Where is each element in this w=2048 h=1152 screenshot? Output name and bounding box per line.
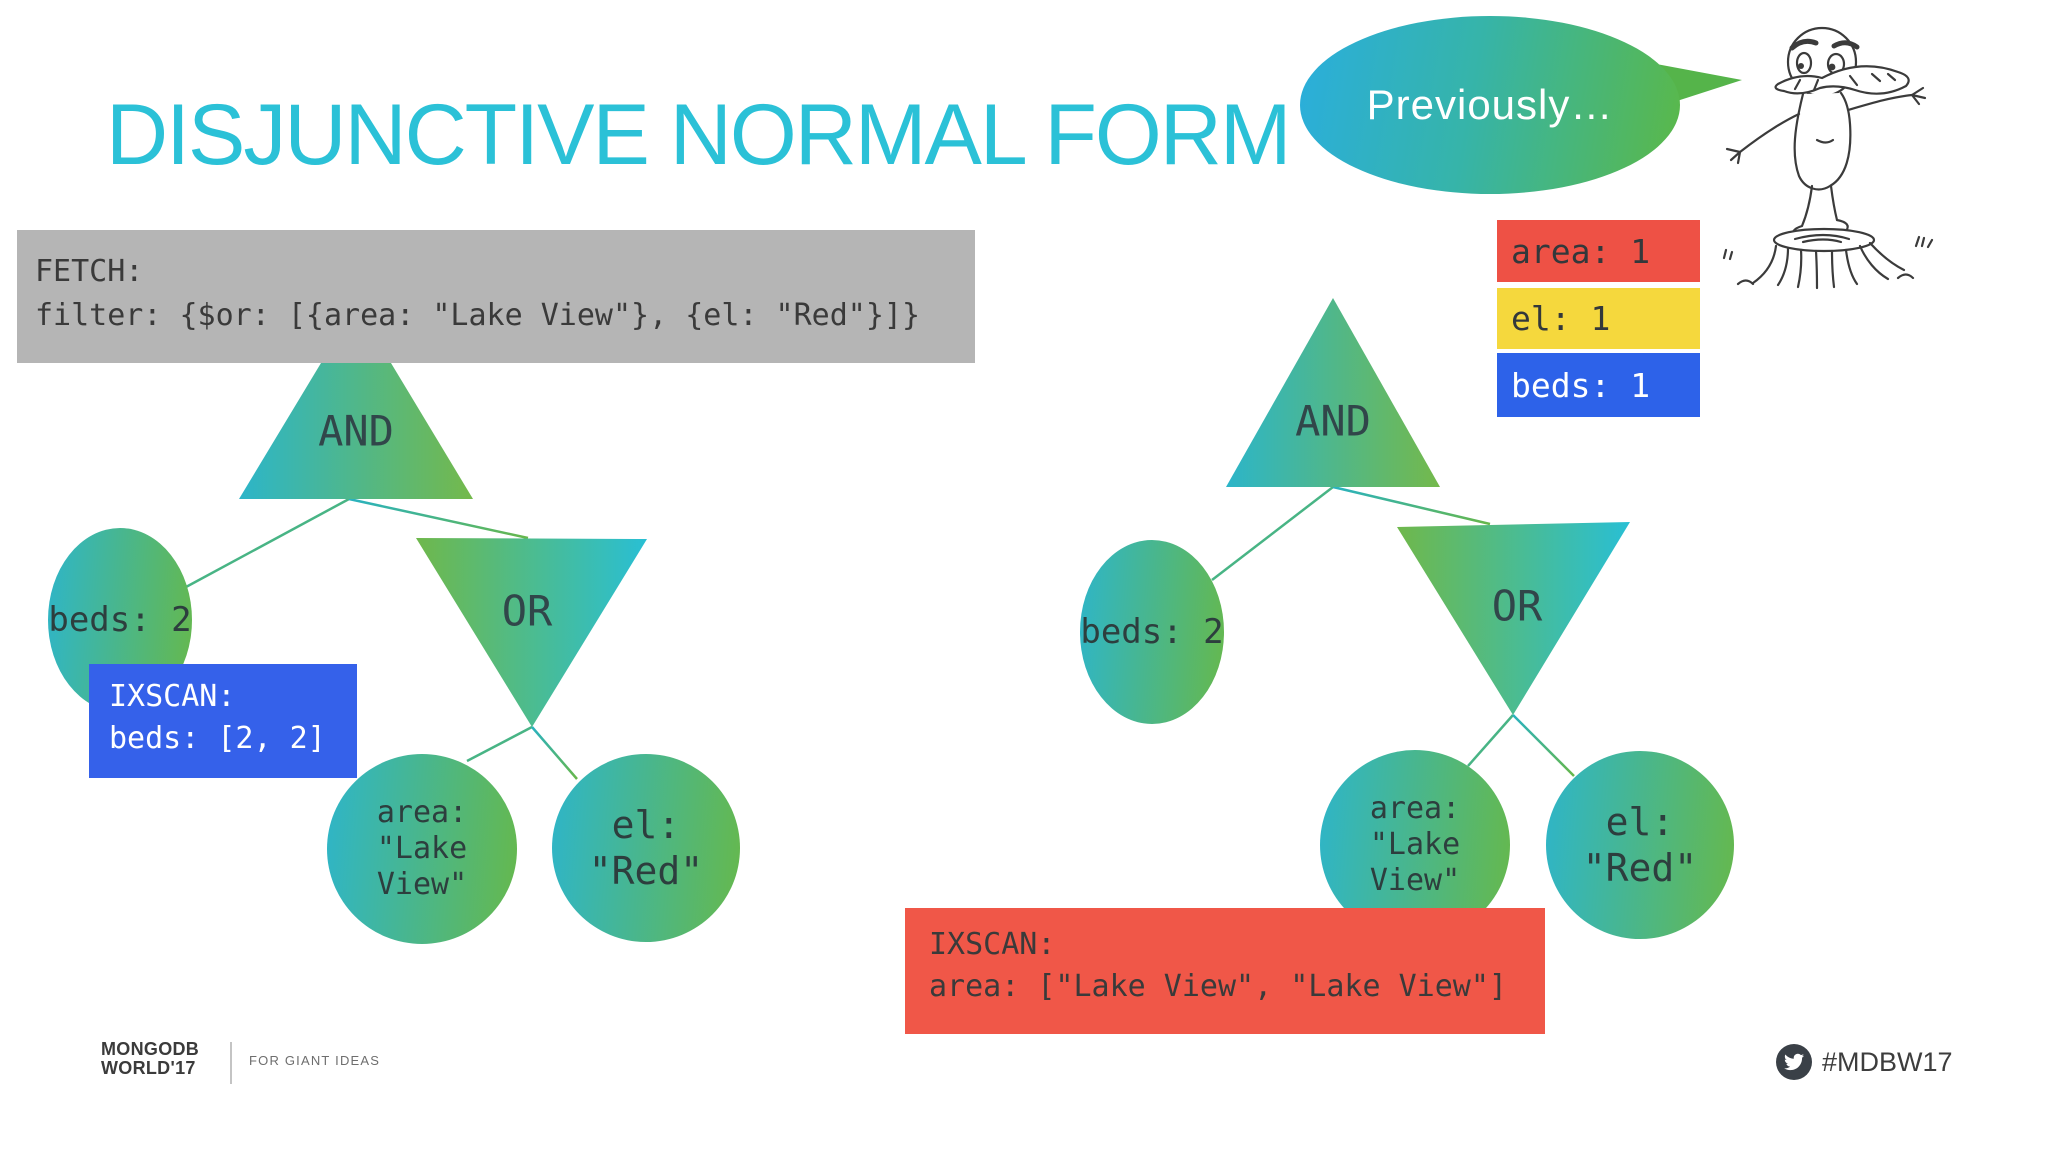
right-beds-node-label: beds: 2 (1080, 612, 1224, 652)
right-area-line3: View" (1369, 863, 1461, 898)
mongodb-world-logo: MONGODB WORLD'17 (101, 1040, 199, 1078)
left-area-line1: area: (376, 795, 468, 830)
left-or-label: OR (501, 586, 553, 636)
fetch-stage-box: FETCH: filter: {$or: [{area: "Lake View"… (17, 230, 975, 363)
edge-left-or-area (466, 725, 533, 763)
twitter-bird-icon (1776, 1044, 1812, 1080)
edge-right-or-el (1512, 714, 1575, 777)
left-el-line2: "Red" (588, 849, 704, 893)
edge-right-and-or (1332, 485, 1491, 526)
fetch-line2: filter: {$or: [{area: "Lake View"}, {el:… (35, 298, 921, 333)
right-or-triangle (1397, 522, 1630, 715)
left-and-label: AND (318, 406, 394, 456)
logo-line1: MONGODB (101, 1039, 200, 1059)
left-and-triangle (239, 305, 473, 499)
left-area-node: area: "Lake View" (327, 754, 517, 944)
logo-line2: WORLD'17 (101, 1058, 196, 1078)
speech-bubble-text: Previously… (1366, 81, 1614, 128)
footer-tagline: FOR GIANT IDEAS (249, 1053, 381, 1068)
edge-left-and-beds (185, 497, 350, 589)
speech-bubble: Previously… (1300, 16, 1680, 194)
right-ixscan-box: IXSCAN: area: ["Lake View", "Lake View"] (905, 908, 1545, 1034)
right-or-label: OR (1491, 581, 1543, 631)
right-area-line1: area: (1369, 791, 1461, 826)
edge-right-and-beds (1211, 486, 1334, 581)
edge-left-and-or (348, 497, 529, 540)
legend-area-label: area: 1 (1511, 231, 1651, 271)
left-el-node: el: "Red" (552, 754, 740, 942)
fetch-line1: FETCH: (35, 254, 144, 289)
legend-el-label: el: 1 (1511, 299, 1611, 338)
legend-beds-index: beds: 1 (1497, 353, 1700, 417)
legend-area-index: area: 1 (1497, 220, 1700, 282)
page-title: DISJUNCTIVE NORMAL FORM (106, 87, 1292, 183)
lorax-illustration (1722, 26, 1934, 290)
legend-beds-label: beds: 1 (1511, 365, 1651, 405)
right-ixscan-line1: IXSCAN: (929, 927, 1056, 962)
event-hashtag: #MDBW17 (1822, 1047, 1953, 1077)
left-beds-node-label: beds: 2 (48, 600, 192, 640)
left-area-line3: View" (376, 867, 468, 902)
edge-left-or-el (531, 726, 578, 780)
left-ixscan-box: IXSCAN: beds: [2, 2] (89, 664, 357, 778)
right-beds-node: beds: 2 (1080, 540, 1224, 724)
edge-right-or-area (1467, 714, 1514, 767)
right-ixscan-line2: area: ["Lake View", "Lake View"] (929, 969, 1507, 1004)
left-area-line2: "Lake (376, 831, 468, 866)
right-and-label: AND (1295, 396, 1371, 446)
legend-el-index: el: 1 (1497, 288, 1700, 349)
right-and-triangle (1226, 298, 1440, 487)
right-area-line2: "Lake (1369, 827, 1461, 862)
left-ixscan-line2: beds: [2, 2] (109, 721, 326, 756)
right-el-line2: "Red" (1582, 846, 1698, 890)
footer-divider (230, 1042, 232, 1084)
right-el-node: el: "Red" (1546, 751, 1734, 939)
twitter-bird-glyph (1784, 1053, 1805, 1071)
right-el-line1: el: (1605, 800, 1675, 844)
left-or-triangle (416, 538, 647, 727)
left-ixscan-line1: IXSCAN: (109, 679, 236, 714)
left-el-line1: el: (611, 803, 681, 847)
